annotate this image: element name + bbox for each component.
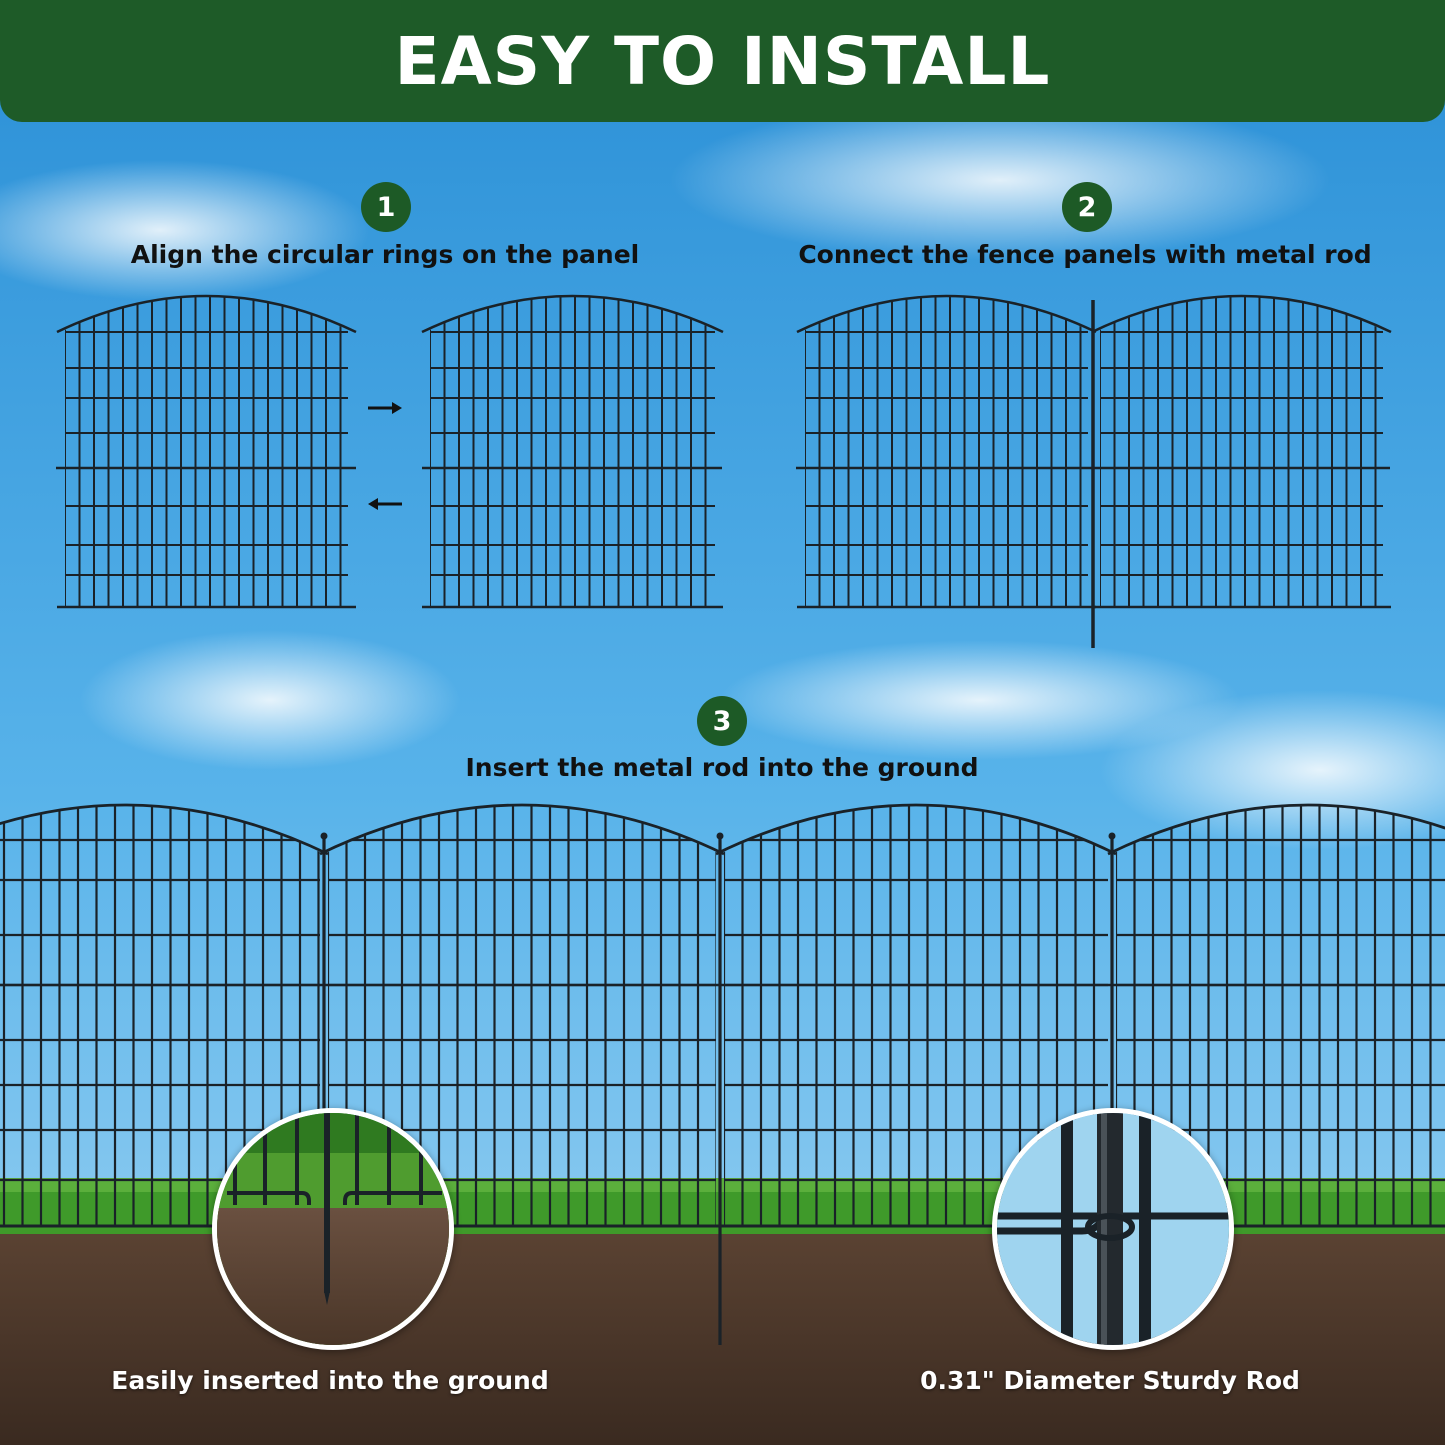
cloud <box>720 640 1240 760</box>
step-3-text: Insert the metal rod into the ground <box>465 753 979 782</box>
arrow-left-icon <box>368 498 402 510</box>
step-2-text: Connect the fence panels with metal rod <box>798 240 1372 269</box>
rod-caption: 0.31" Diameter Sturdy Rod <box>920 1366 1300 1395</box>
cloud <box>0 160 370 300</box>
step-1-badge: 1 <box>361 182 411 232</box>
rod-in-ground-image <box>217 1113 449 1345</box>
step-1-fence-panels <box>56 294 724 609</box>
ground-detail-inset <box>212 1108 454 1350</box>
fence-panel-left <box>56 294 357 609</box>
sturdy-rod-closeup-image <box>997 1113 1229 1345</box>
step-1-text: Align the circular rings on the panel <box>130 240 640 269</box>
connected-panel-left <box>796 294 1097 609</box>
step-3-badge: 3 <box>697 696 747 746</box>
page-title: EASY TO INSTALL <box>394 22 1051 100</box>
fence-panel-right <box>421 294 724 609</box>
header-banner: EASY TO INSTALL <box>0 0 1445 122</box>
rod-detail-inset <box>992 1108 1234 1350</box>
step-2-badge: 2 <box>1062 182 1112 232</box>
cloud <box>670 100 1330 260</box>
ground-caption: Easily inserted into the ground <box>111 1366 549 1395</box>
connected-panel-right <box>1091 294 1392 609</box>
step-2-connected-panels <box>796 294 1392 648</box>
arrow-right-icon <box>368 402 402 414</box>
cloud <box>80 630 460 770</box>
